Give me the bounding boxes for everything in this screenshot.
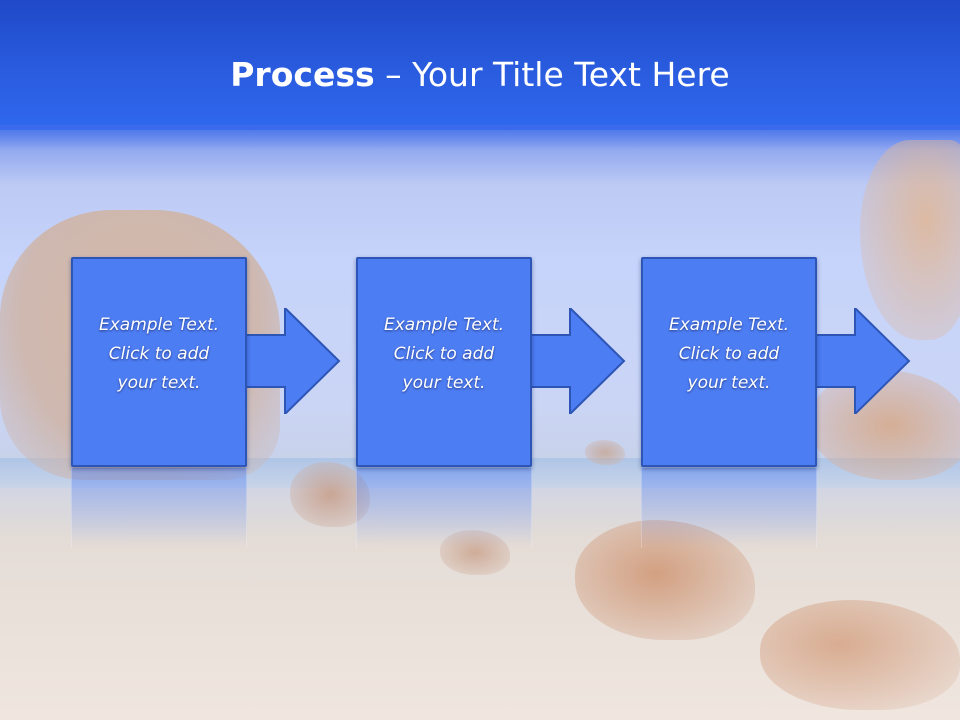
right-arrow-icon bbox=[526, 308, 626, 414]
slide-title[interactable]: Process – Your Title Text Here bbox=[0, 55, 960, 95]
rock-bottom-right bbox=[760, 600, 960, 710]
banner-fade bbox=[0, 125, 960, 185]
cliff-top-right bbox=[860, 140, 960, 340]
step-reflection-3 bbox=[641, 468, 817, 548]
step-text[interactable]: Example Text. Click to add your text. bbox=[383, 315, 505, 393]
rock-small-2 bbox=[440, 530, 510, 575]
step-box[interactable]: Example Text. Click to add your text. bbox=[356, 257, 532, 467]
process-step-3[interactable]: Example Text. Click to add your text. bbox=[641, 257, 911, 467]
cliff-right bbox=[810, 370, 960, 480]
title-rest: – Your Title Text Here bbox=[374, 55, 730, 94]
right-arrow-icon bbox=[241, 308, 341, 414]
step-box[interactable]: Example Text. Click to add your text. bbox=[641, 257, 817, 467]
step-text[interactable]: Example Text. Click to add your text. bbox=[98, 315, 220, 393]
rock-beach-center bbox=[575, 520, 755, 640]
process-step-2[interactable]: Example Text. Click to add your text. bbox=[356, 257, 626, 467]
title-bold: Process bbox=[230, 55, 375, 94]
rock-small-1 bbox=[290, 462, 370, 527]
step-reflection-2 bbox=[356, 468, 532, 548]
step-box[interactable]: Example Text. Click to add your text. bbox=[71, 257, 247, 467]
step-text[interactable]: Example Text. Click to add your text. bbox=[668, 315, 790, 393]
title-banner bbox=[0, 0, 960, 130]
right-arrow-icon bbox=[811, 308, 911, 414]
step-reflection-1 bbox=[71, 468, 247, 548]
rock-distant bbox=[585, 440, 625, 465]
process-step-1[interactable]: Example Text. Click to add your text. bbox=[71, 257, 341, 467]
